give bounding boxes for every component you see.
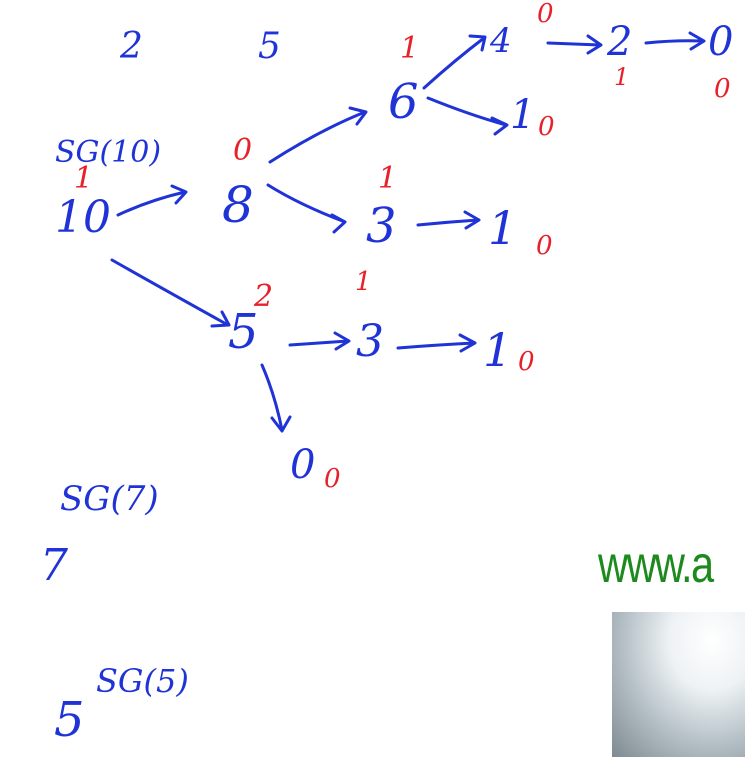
node-2-grundy: 1 <box>614 63 629 91</box>
arrow-5-to-3b <box>288 331 351 351</box>
node-1-from-3-grundy: 0 <box>536 231 553 261</box>
watermark-text: www.a <box>598 536 714 594</box>
node-0-top-grundy: 0 <box>714 74 731 104</box>
node-5-grundy: 2 <box>253 279 273 314</box>
node-4: 4 <box>489 21 512 61</box>
sg7-label: SG(7) <box>60 479 159 519</box>
node-3-grundy: 1 <box>378 161 397 196</box>
arrow-6-to-4 <box>422 34 487 90</box>
header-number-5: 5 <box>258 26 281 67</box>
node-2: 2 <box>606 19 632 65</box>
node-1-from-3b: 1 <box>483 323 512 377</box>
node-3b: 3 <box>356 316 384 367</box>
arrow-5-to-0 <box>260 363 292 433</box>
sg10-label: SG(10) <box>55 135 161 170</box>
node-6: 6 <box>388 74 419 130</box>
node-1-from-3b-grundy: 0 <box>518 347 535 377</box>
root-node-10: 10 <box>55 192 111 243</box>
arrow-3-to-1 <box>416 210 481 230</box>
node-8-grundy: 0 <box>233 133 252 168</box>
node-1-from-6: 1 <box>510 92 535 138</box>
node-1-from-6-grundy: 0 <box>538 112 555 142</box>
arrows <box>110 31 706 433</box>
root-grundy: 1 <box>74 161 93 196</box>
arrow-10-to-8 <box>116 184 188 217</box>
node-4-grundy: 0 <box>537 0 554 29</box>
arrow-10-to-5 <box>110 258 231 328</box>
node-1-from-3: 1 <box>488 201 517 255</box>
sg5-value: 5 <box>54 692 85 748</box>
node-5: 5 <box>228 304 259 360</box>
node-3b-grundy: 1 <box>355 267 372 297</box>
arrow-3b-to-1c <box>396 333 477 353</box>
sg7-value: 7 <box>40 540 68 591</box>
arrow-8-to-6 <box>268 106 368 164</box>
node-8: 8 <box>222 176 254 234</box>
node-0-bottom-grundy: 0 <box>324 464 341 494</box>
node-3: 3 <box>366 198 397 254</box>
webcam-overlay <box>612 612 745 757</box>
node-0-top: 0 <box>708 19 733 65</box>
arrow-2-to-0 <box>644 31 706 51</box>
sg5-label: SG(5) <box>96 662 189 700</box>
arrow-6-to-1 <box>426 96 509 136</box>
arrow-4-to-2 <box>546 34 603 55</box>
node-6-grundy: 1 <box>400 31 419 66</box>
header-number-2: 2 <box>119 26 143 67</box>
node-0-bottom: 0 <box>290 442 315 488</box>
arrow-8-to-3 <box>266 183 347 234</box>
